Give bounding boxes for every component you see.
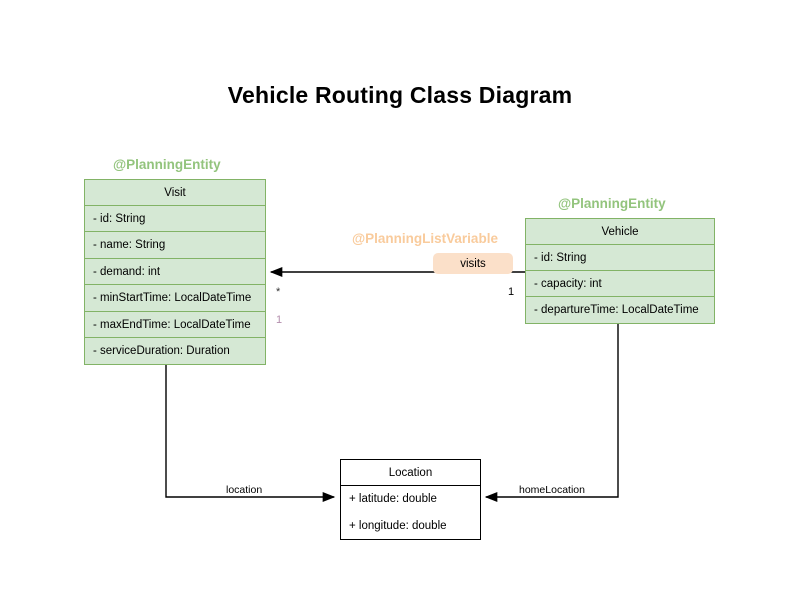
class-attribute: - serviceDuration: Duration [93, 345, 230, 357]
class-attribute: - name: String [85, 232, 265, 259]
edge-location [165, 363, 336, 503]
class-attribute: - id: String [526, 245, 714, 271]
page-title: Vehicle Routing Class Diagram [227, 82, 573, 108]
class-attribute: - capacity: int [526, 271, 714, 297]
class-attribute: + latitude: double [349, 493, 437, 505]
class-attribute: - id: String [85, 206, 265, 232]
association-label-home-location: homeLocation [519, 484, 585, 496]
association-label-location: location [226, 484, 263, 496]
class-attribute: - maxEndTime: LocalDateTime [85, 312, 265, 338]
class-title-vehicle: Vehicle [526, 219, 714, 245]
class-attribute: - minStartTime: LocalDateTime [85, 285, 265, 312]
stereotype-visit: @PlanningEntity [113, 157, 221, 172]
multiplicity-visits-target: * [276, 286, 281, 298]
multiplicity-visits-source: 1 [508, 286, 515, 298]
class-box-visit[interactable]: Visit - id: String - name: String - dema… [84, 179, 266, 365]
class-attribute: - departureTime: LocalDateTime [534, 304, 699, 316]
class-attribute: - demand: int [85, 259, 265, 285]
association-label-visits[interactable]: visits [433, 253, 513, 274]
class-box-vehicle[interactable]: Vehicle - id: String - capacity: int - d… [525, 218, 715, 324]
edge-home-location [484, 323, 619, 503]
class-title-visit: Visit [85, 180, 265, 206]
stereotype-planning-list-variable: @PlanningListVariable [352, 231, 498, 246]
class-box-location[interactable]: Location + latitude: double + longitude:… [340, 459, 481, 540]
multiplicity-visits-extra: 1 [276, 314, 283, 326]
class-attribute: + longitude: double [349, 519, 447, 532]
stereotype-vehicle: @PlanningEntity [558, 196, 666, 211]
class-title-location: Location [341, 460, 480, 486]
